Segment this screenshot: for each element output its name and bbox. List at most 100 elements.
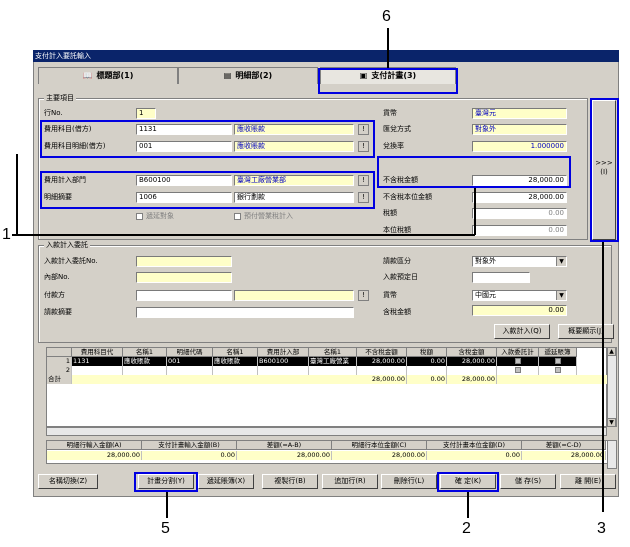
table-cell[interactable] <box>447 366 497 375</box>
add-row-button[interactable]: 追加行(R) <box>322 474 378 489</box>
grid-checkbox[interactable] <box>515 358 521 364</box>
callout-box-1a <box>40 120 375 158</box>
request-type-select[interactable]: 對象外▼ <box>472 256 567 267</box>
split-plan-button[interactable]: 計畫分割(Y) <box>138 474 194 489</box>
grid-header-cell[interactable]: 名稱1 <box>123 348 167 357</box>
tab-header[interactable]: 📖標題部(1) <box>38 67 178 84</box>
grid-header-cell[interactable]: 含稅金額 <box>447 348 497 357</box>
callout-box-6 <box>318 68 458 94</box>
table-cell[interactable]: 應收賬款 <box>123 357 167 366</box>
grid-header-cell[interactable]: 稅額 <box>407 348 447 357</box>
grid-header-cell[interactable]: 不含稅金額 <box>357 348 407 357</box>
grid-checkbox[interactable] <box>555 367 561 373</box>
grid-checkbox[interactable] <box>555 358 561 364</box>
dept-lookup-button[interactable]: ! <box>358 175 369 186</box>
grid-checkbox[interactable] <box>515 367 521 373</box>
table-cell[interactable] <box>497 366 539 375</box>
table-cell[interactable]: 0.00 <box>407 357 447 366</box>
grid-header-cell[interactable]: 名稱1 <box>213 348 258 357</box>
defer-checkbox[interactable] <box>136 213 143 220</box>
name-toggle-button[interactable]: 名稱切換(Z) <box>38 474 98 489</box>
main-items-title: 主要項目 <box>44 94 76 102</box>
tab-details[interactable]: ▤明細部(2) <box>178 67 318 84</box>
callout-number-2: 2 <box>462 520 471 537</box>
entrust-group <box>38 245 612 343</box>
grid-header-cell[interactable]: 費用計入部 <box>258 348 309 357</box>
save-button[interactable]: 儲 存(S) <box>500 474 556 489</box>
summary-display-button[interactable]: 概要顯示(J) <box>558 324 614 339</box>
expand-side-button[interactable]: >>> (I) <box>592 100 616 240</box>
scroll-up-icon[interactable]: ▲ <box>607 347 616 356</box>
payer-code-field[interactable] <box>136 290 232 301</box>
grid-header-cell[interactable]: 入款委託計 <box>497 348 539 357</box>
table-cell[interactable]: 28,000.00 <box>357 357 407 366</box>
dept-code-field[interactable]: B600100 <box>136 175 232 186</box>
internal-no-field[interactable] <box>136 272 232 283</box>
table-cell[interactable] <box>407 366 447 375</box>
expense-detail-lookup-button[interactable]: ! <box>358 141 369 152</box>
prepay-tax-checkbox[interactable] <box>234 213 241 220</box>
expense-lookup-button[interactable]: ! <box>358 124 369 135</box>
table-cell[interactable] <box>309 366 357 375</box>
delete-row-button[interactable]: 刪除行(L) <box>381 474 437 489</box>
entry-button[interactable]: 入款計入(Q) <box>494 324 550 339</box>
copy-row-button[interactable]: 複製行(B) <box>262 474 318 489</box>
grid-total-cell: 28,000.00 <box>447 375 497 384</box>
due-date-field[interactable] <box>472 272 530 283</box>
defer-books-button[interactable]: 遞延賬簿(X) <box>198 474 254 489</box>
summary-header-cell: 支付計畫本位金額(D) <box>427 441 522 450</box>
table-cell[interactable] <box>258 366 309 375</box>
expense-code-field[interactable]: 1131 <box>136 124 232 135</box>
confirm-button[interactable]: 確 定(K) <box>440 474 496 489</box>
expense-name-field: 應收賬款 <box>234 124 354 135</box>
summary-header-cell: 明細行本位金額(C) <box>332 441 427 450</box>
row-no-field[interactable]: 1 <box>136 108 156 119</box>
table-cell[interactable]: 001 <box>167 357 213 366</box>
grid-header-cell[interactable]: 遞延賬簿 <box>539 348 577 357</box>
grid-header-cell[interactable]: 明細代碼 <box>167 348 213 357</box>
table-cell[interactable]: 2 <box>47 366 72 375</box>
table-cell[interactable] <box>357 366 407 375</box>
summary-header-cell: 明細行輸入金額(A) <box>47 441 142 450</box>
grid-header-cell[interactable]: 費用科目代 <box>72 348 123 357</box>
internal-no-label: 內部No. <box>44 273 70 281</box>
grid-vertical-scrollbar[interactable] <box>607 347 617 427</box>
table-cell[interactable] <box>167 366 213 375</box>
summary-code-field[interactable]: 1006 <box>136 192 232 203</box>
grid-header-cell[interactable]: 名稱1 <box>309 348 357 357</box>
expense-detail-code-field[interactable]: 001 <box>136 141 232 152</box>
table-cell[interactable]: 1131 <box>72 357 123 366</box>
summary-scrollbar[interactable] <box>607 440 617 469</box>
table-cell[interactable]: 1 <box>47 357 72 366</box>
grid-header-cell[interactable] <box>47 348 72 357</box>
callout-number-6: 6 <box>382 8 391 25</box>
request-summary-field[interactable] <box>136 307 354 318</box>
table-cell[interactable]: 應收賬款 <box>213 357 258 366</box>
callout-box-3 <box>590 98 619 242</box>
grid-horizontal-scrollbar[interactable] <box>46 427 607 436</box>
tax-field[interactable]: 0.00 <box>472 208 567 219</box>
tax-amount-field: 0.00 <box>472 305 567 316</box>
exit-button[interactable]: 離 開(E) <box>560 474 616 489</box>
leader-line-5 <box>166 492 168 518</box>
scroll-down-icon[interactable]: ▼ <box>607 418 616 427</box>
base-tax-label: 本位稅額 <box>383 226 411 234</box>
table-cell[interactable]: 臺灣工廠營業 <box>309 357 357 366</box>
table-cell[interactable] <box>72 366 123 375</box>
table-cell[interactable]: 28,000.00 <box>447 357 497 366</box>
expense-detail-label: 費用科目明細(借方) <box>44 142 106 150</box>
table-cell[interactable]: B600100 <box>258 357 309 366</box>
entrust-no-field[interactable] <box>136 256 232 267</box>
summary-name-field[interactable]: 銀行劃款 <box>234 192 354 203</box>
entrust-currency-select[interactable]: 中國元▼ <box>472 290 567 301</box>
table-cell[interactable] <box>539 366 577 375</box>
table-cell[interactable] <box>213 366 258 375</box>
summary-lookup-button[interactable]: ! <box>358 192 369 203</box>
tab-payment-plan-label: 支付計畫(3) <box>371 71 417 80</box>
table-cell[interactable] <box>123 366 167 375</box>
payer-lookup-button[interactable]: ! <box>358 290 369 301</box>
prepay-tax-checkbox-label: 預付營業稅計入 <box>244 212 293 220</box>
amount-excl-tax-field[interactable]: 28,000.00 <box>472 175 567 186</box>
